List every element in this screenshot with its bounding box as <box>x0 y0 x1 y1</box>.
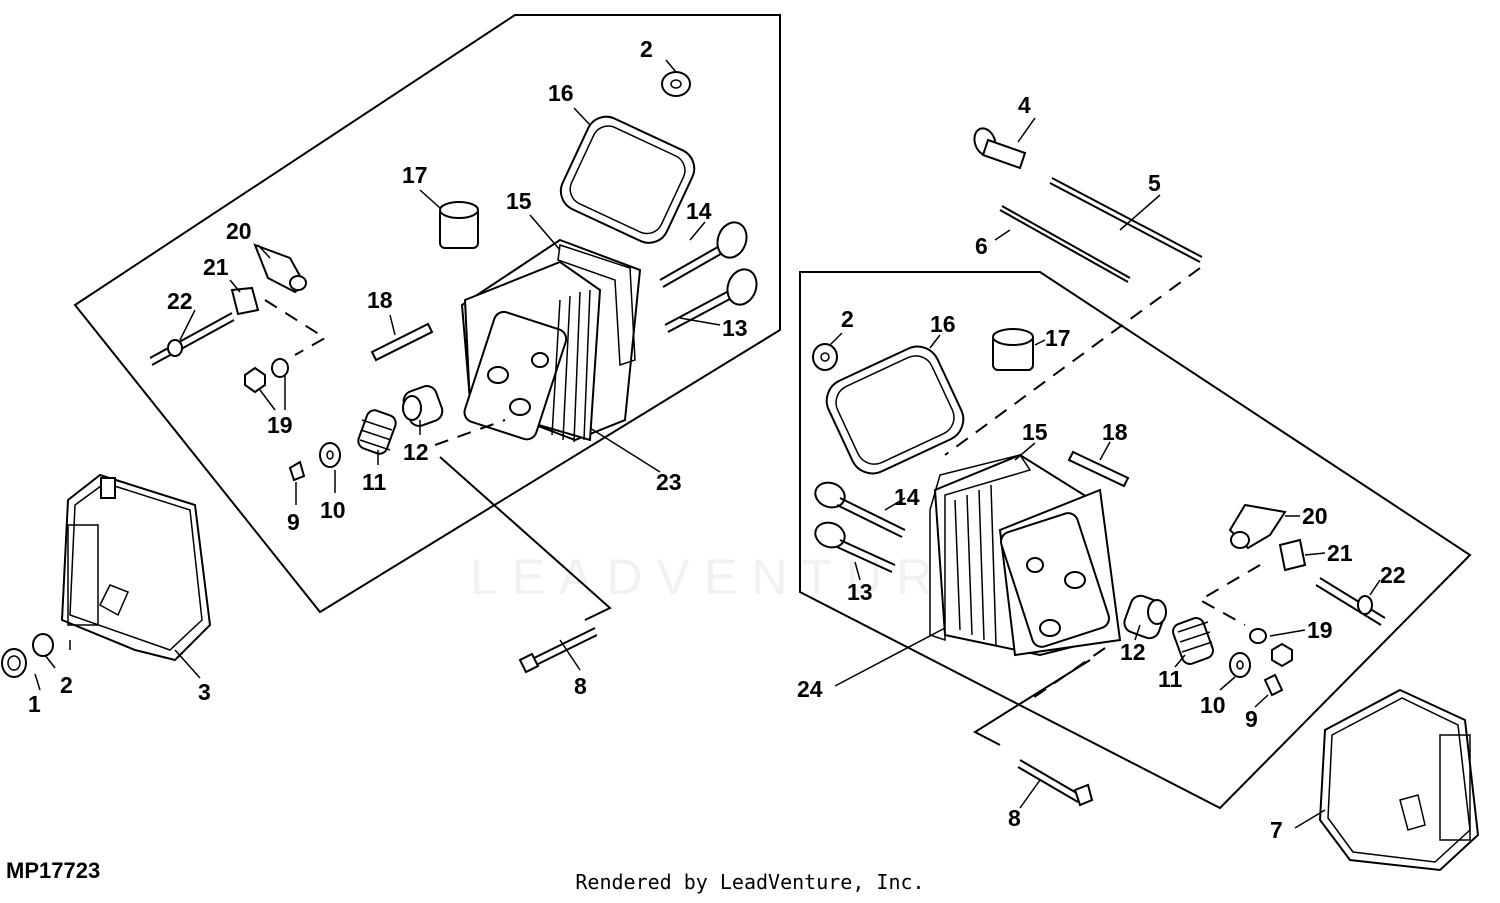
left-callout-12: 12 <box>403 439 429 465</box>
right-callout-8: 8 <box>1008 805 1021 831</box>
right-callout-21: 21 <box>1327 540 1353 566</box>
right-assembly-outline <box>799 271 1472 810</box>
right-callout-7: 7 <box>1270 817 1283 843</box>
left-nut <box>1 648 27 678</box>
left-callout-17: 17 <box>402 162 428 188</box>
right-head-gasket <box>929 454 1032 642</box>
right-tappet-pushrods <box>944 127 1203 456</box>
left-callout-23: 23 <box>656 469 682 495</box>
right-head-bolt <box>972 659 1094 807</box>
right-callout-9: 9 <box>1245 706 1258 732</box>
right-callout-2: 2 <box>841 306 854 332</box>
left-assembly-outline <box>73 14 781 614</box>
left-dowel-pin <box>370 322 434 362</box>
right-callout-17: 17 <box>1045 325 1071 351</box>
left-cylinder-assembly: 2 16 17 15 14 13 20 21 22 18 19 9 10 11 … <box>1 14 781 717</box>
render-credit: Rendered by LeadVenture, Inc. <box>575 870 925 894</box>
left-callout-22: 22 <box>167 288 193 314</box>
left-callout-8: 8 <box>574 673 587 699</box>
left-callout-10: 10 <box>320 497 346 523</box>
left-callout-3: 3 <box>198 679 211 705</box>
right-callout-14: 14 <box>894 484 920 510</box>
left-rocker-parts <box>149 243 327 394</box>
right-callout-11: 11 <box>1158 666 1183 692</box>
left-valve-cover <box>60 473 212 662</box>
left-callout-16: 16 <box>548 80 574 106</box>
figure-id: MP17723 <box>6 858 101 883</box>
left-callout-14: 14 <box>686 198 712 224</box>
left-callout-18: 18 <box>367 287 393 313</box>
right-rocker-parts <box>1197 503 1386 668</box>
left-washer <box>32 633 54 657</box>
right-cylinder-assembly: 4 5 6 2 16 17 15 18 14 13 20 21 22 19 12… <box>797 92 1480 872</box>
left-head-gasket <box>557 244 636 367</box>
right-callout-19: 19 <box>1307 617 1333 643</box>
right-callout-22: 22 <box>1380 562 1406 588</box>
right-callout-5: 5 <box>1148 170 1161 196</box>
left-cover-gasket <box>559 115 696 244</box>
right-callout-4: 4 <box>1018 92 1031 118</box>
right-valves <box>814 481 906 573</box>
right-callout-10: 10 <box>1200 692 1226 718</box>
left-callout-21: 21 <box>203 254 229 280</box>
right-callout-20: 20 <box>1302 503 1328 529</box>
right-cylinder-head <box>933 453 1122 657</box>
right-dowel-pin <box>1067 450 1130 488</box>
right-washer <box>812 343 838 371</box>
right-callout-24: 24 <box>797 676 823 702</box>
right-callout-16: 16 <box>930 311 956 337</box>
left-valve-train <box>288 385 506 482</box>
right-valve-seal <box>992 328 1034 371</box>
left-callout-13: 13 <box>722 315 748 341</box>
right-cover-gasket <box>825 345 965 475</box>
left-callout-1: 1 <box>28 691 41 717</box>
left-callout-2: 2 <box>640 36 653 62</box>
left-valves <box>659 221 758 333</box>
left-callout-19: 19 <box>267 412 293 438</box>
left-callout-9: 9 <box>287 509 300 535</box>
right-callout-13: 13 <box>847 579 873 605</box>
left-valve-seal <box>439 201 479 249</box>
right-valve-cover <box>1318 688 1480 872</box>
left-callout-20: 20 <box>226 218 252 244</box>
left-callout-15: 15 <box>506 188 532 214</box>
left-callout-11: 11 <box>362 469 387 495</box>
left-cylinder-head <box>460 238 642 443</box>
right-callout-18: 18 <box>1102 419 1128 445</box>
right-valve-train <box>1029 594 1284 701</box>
right-callout-6: 6 <box>975 233 988 259</box>
right-callout-12: 12 <box>1120 639 1146 665</box>
right-callout-15: 15 <box>1022 419 1048 445</box>
left-head-bolt <box>439 456 612 674</box>
left-washer-top <box>661 71 691 97</box>
left-callout-2b: 2 <box>60 672 73 698</box>
